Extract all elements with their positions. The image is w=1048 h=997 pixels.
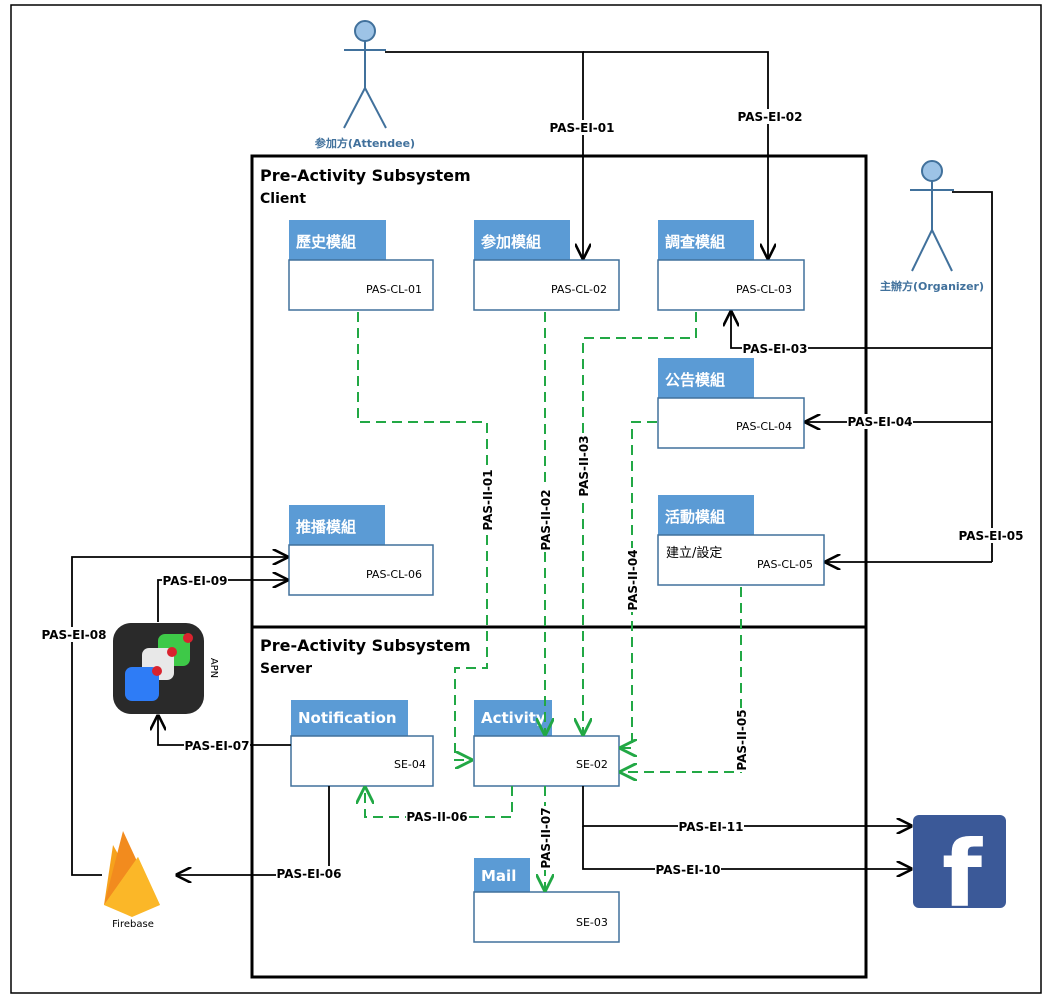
module-notification-tab: Notification [298, 709, 397, 727]
module-activity-server-code: SE-02 [576, 758, 608, 771]
label-ii01: PAS-II-01 [481, 469, 495, 530]
module-history: 歷史模組 PAS-CL-01 [288, 220, 434, 311]
server-subsystem-subtitle: Server [260, 661, 312, 677]
module-activity-server: Activity SE-02 [473, 700, 620, 787]
label-ei01: PAS-EI-01 [550, 121, 615, 135]
module-survey-code: PAS-CL-03 [736, 283, 792, 296]
label-ii04: PAS-II-04 [626, 549, 640, 610]
label-ei11: PAS-EI-11 [679, 820, 744, 834]
module-mail-code: SE-03 [576, 916, 608, 929]
attendee-label: 参加方(Attendee) [315, 136, 415, 150]
module-push: 推播模組 PAS-CL-06 [288, 505, 434, 596]
module-join-code: PAS-CL-02 [551, 283, 607, 296]
module-notification-code: SE-04 [394, 758, 426, 771]
label-ei07: PAS-EI-07 [185, 739, 250, 753]
module-mail-tab: Mail [481, 867, 516, 885]
module-activity-client: 活動模組 建立/設定 PAS-CL-05 [657, 495, 825, 586]
module-history-code: PAS-CL-01 [366, 283, 422, 296]
module-survey-tab: 調查模組 [665, 233, 725, 251]
module-activity-server-tab: Activity [481, 709, 546, 727]
firebase-icon [104, 831, 160, 917]
label-ei08: PAS-EI-08 [42, 628, 107, 642]
label-ei02: PAS-EI-02 [738, 110, 803, 124]
label-ii02: PAS-II-02 [539, 489, 553, 550]
module-push-code: PAS-CL-06 [366, 568, 422, 581]
module-join-tab: 参加模組 [481, 233, 541, 251]
module-activity-code: PAS-CL-05 [757, 558, 813, 571]
module-join: 参加模組 PAS-CL-02 [473, 220, 620, 311]
module-announce-tab: 公告模組 [665, 371, 725, 389]
client-subsystem-subtitle: Client [260, 191, 306, 207]
module-announce-code: PAS-CL-04 [736, 420, 792, 433]
module-history-tab: 歷史模組 [296, 233, 356, 251]
module-mail: Mail SE-03 [473, 858, 620, 943]
label-ei04: PAS-EI-04 [848, 415, 913, 429]
module-survey: 調查模組 PAS-CL-03 [657, 220, 805, 311]
attendee-actor [343, 20, 387, 129]
apn-icon [113, 623, 204, 714]
module-notification: Notification SE-04 [290, 700, 434, 787]
label-ii05: PAS-II-05 [735, 709, 749, 770]
facebook-icon: f [913, 815, 1006, 928]
label-ei10: PAS-EI-10 [656, 863, 721, 877]
organizer-label: 主辦方(Organizer) [880, 279, 984, 293]
module-push-tab: 推播模組 [296, 518, 356, 536]
label-ei06: PAS-EI-06 [277, 867, 342, 881]
external-connectors [71, 51, 993, 875]
module-activity-extra: 建立/設定 [666, 545, 722, 561]
label-ii03: PAS-II-03 [577, 435, 591, 496]
label-ei09: PAS-EI-09 [163, 574, 228, 588]
server-subsystem-frame [250, 625, 868, 979]
outer-frame [10, 4, 1042, 994]
apn-label: APN [208, 658, 219, 678]
module-announce: 公告模組 PAS-CL-04 [657, 358, 805, 449]
facebook-glyph: f [942, 821, 983, 928]
label-ei03: PAS-EI-03 [743, 342, 808, 356]
firebase-label: Firebase [112, 919, 154, 930]
label-ii06: PAS-II-06 [406, 810, 467, 824]
label-ii07: PAS-II-07 [539, 807, 553, 868]
server-subsystem-title: Pre-Activity Subsystem [260, 636, 471, 655]
client-subsystem-title: Pre-Activity Subsystem [260, 166, 471, 185]
label-ei05: PAS-EI-05 [959, 529, 1024, 543]
module-activity-tab: 活動模組 [665, 508, 725, 526]
organizer-actor [910, 160, 954, 272]
